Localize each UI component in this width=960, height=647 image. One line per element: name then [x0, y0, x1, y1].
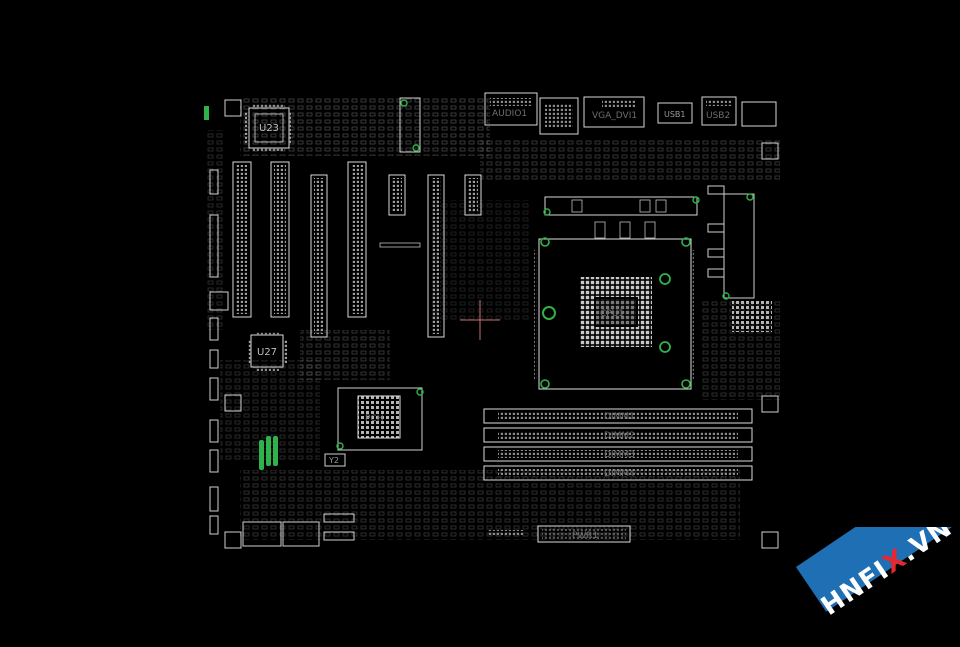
cpu-socket[interactable] — [534, 237, 694, 390]
crystal-y2-label: Y2 — [328, 456, 339, 465]
chip-pch-label: PCH — [365, 414, 383, 424]
green-capacitors — [259, 436, 278, 470]
audio-label: AUDIO1 — [492, 109, 527, 119]
dimm-pins — [498, 412, 738, 477]
dimm-slots[interactable] — [483, 408, 753, 481]
power-connector[interactable] — [537, 525, 631, 543]
via-green — [400, 99, 408, 107]
expansion-slots[interactable] — [232, 161, 482, 338]
dimm4-label: DIMM4 — [604, 469, 635, 479]
cpu-label: CPU1 — [600, 309, 624, 319]
left-led — [204, 106, 209, 120]
left-edge-headers — [209, 99, 242, 549]
pwr-label: PWR1 — [572, 531, 598, 541]
rear-io[interactable] — [484, 92, 777, 135]
crosshair-marker — [460, 300, 500, 340]
vga-label: VGA_DVI1 — [592, 111, 637, 121]
chip-u23[interactable] — [245, 104, 293, 152]
via-green — [722, 292, 730, 300]
short-slot — [379, 242, 421, 248]
bottom-left-connectors — [242, 142, 779, 549]
chip-pch[interactable] — [336, 387, 424, 451]
dimm1-label: DIMM1 — [604, 412, 635, 422]
crystal-y2[interactable] — [324, 453, 346, 467]
rear-io-pins — [490, 98, 732, 128]
via-green — [746, 193, 754, 201]
via-green — [412, 144, 420, 152]
usb2-label: USB2 — [706, 111, 730, 121]
chip-u23-label: U23 — [259, 123, 279, 134]
right-vrm — [707, 185, 772, 332]
chip-u27-label: U27 — [257, 347, 277, 358]
dimm3-label: DIMM3 — [604, 450, 635, 460]
small-header — [399, 97, 421, 153]
usb1-label: USB1 — [664, 110, 686, 119]
small-components-top — [205, 96, 780, 540]
expansion-slot-pins — [236, 165, 478, 334]
watermark-logo: HNFIX.VN — [776, 527, 960, 647]
dimm2-label: DIMM2 — [604, 431, 635, 441]
chip-u27[interactable] — [247, 331, 287, 371]
vrm-strip — [543, 196, 700, 239]
front-header — [488, 530, 524, 536]
